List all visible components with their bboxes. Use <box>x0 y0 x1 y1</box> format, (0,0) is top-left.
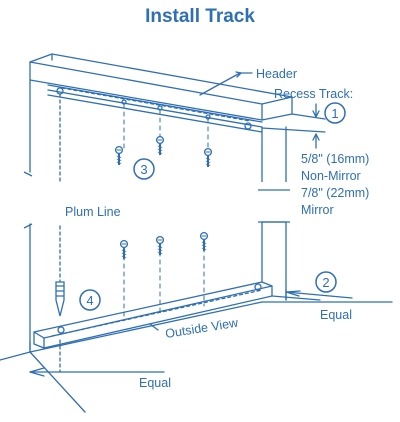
plumb-bob-icon <box>55 281 65 317</box>
equal-right-label: Equal <box>320 308 352 322</box>
header-leader <box>199 71 253 96</box>
step-4-number: 4 <box>86 293 93 308</box>
dimension-line-4: Mirror <box>301 203 334 217</box>
step-2-number: 2 <box>322 275 329 290</box>
step-2-circle <box>315 271 337 293</box>
recess-depth-lines <box>261 103 326 149</box>
screw-icon <box>155 135 165 156</box>
screw-icon <box>114 145 124 166</box>
bottom-track <box>29 281 273 353</box>
equal-bottom-dimension <box>29 339 165 377</box>
screw-icon <box>203 147 213 168</box>
plum-line-label: Plum Line <box>65 205 121 219</box>
header-label: Header <box>256 67 297 81</box>
step-3-circle <box>133 158 155 180</box>
screw-icon <box>119 239 129 260</box>
dimension-line-2: Non-Mirror <box>301 169 361 183</box>
jamb-lower <box>261 221 287 301</box>
recess-track <box>47 84 263 133</box>
equal-bottom-label: Equal <box>139 376 171 390</box>
outside-view-leader <box>149 323 159 331</box>
step-1-circle <box>324 102 346 124</box>
floor-lines <box>0 295 393 413</box>
screw-icon <box>199 231 209 252</box>
dimension-line-3: 7/8" (22mm) <box>301 186 369 200</box>
equal-right-dimension <box>285 289 353 301</box>
step-1-number: 1 <box>331 106 338 121</box>
step-4-circle <box>79 289 101 311</box>
break-gap <box>20 182 300 204</box>
step-3-number: 3 <box>140 162 147 177</box>
page-title: Install Track <box>145 6 255 27</box>
dimension-line-1: 5/8" (16mm) <box>301 152 369 166</box>
outside-view-label: Outside View <box>164 315 240 340</box>
jamb-upper <box>261 126 287 191</box>
screw-icon <box>155 235 165 256</box>
recess-track-label: Recess Track: <box>274 87 353 101</box>
